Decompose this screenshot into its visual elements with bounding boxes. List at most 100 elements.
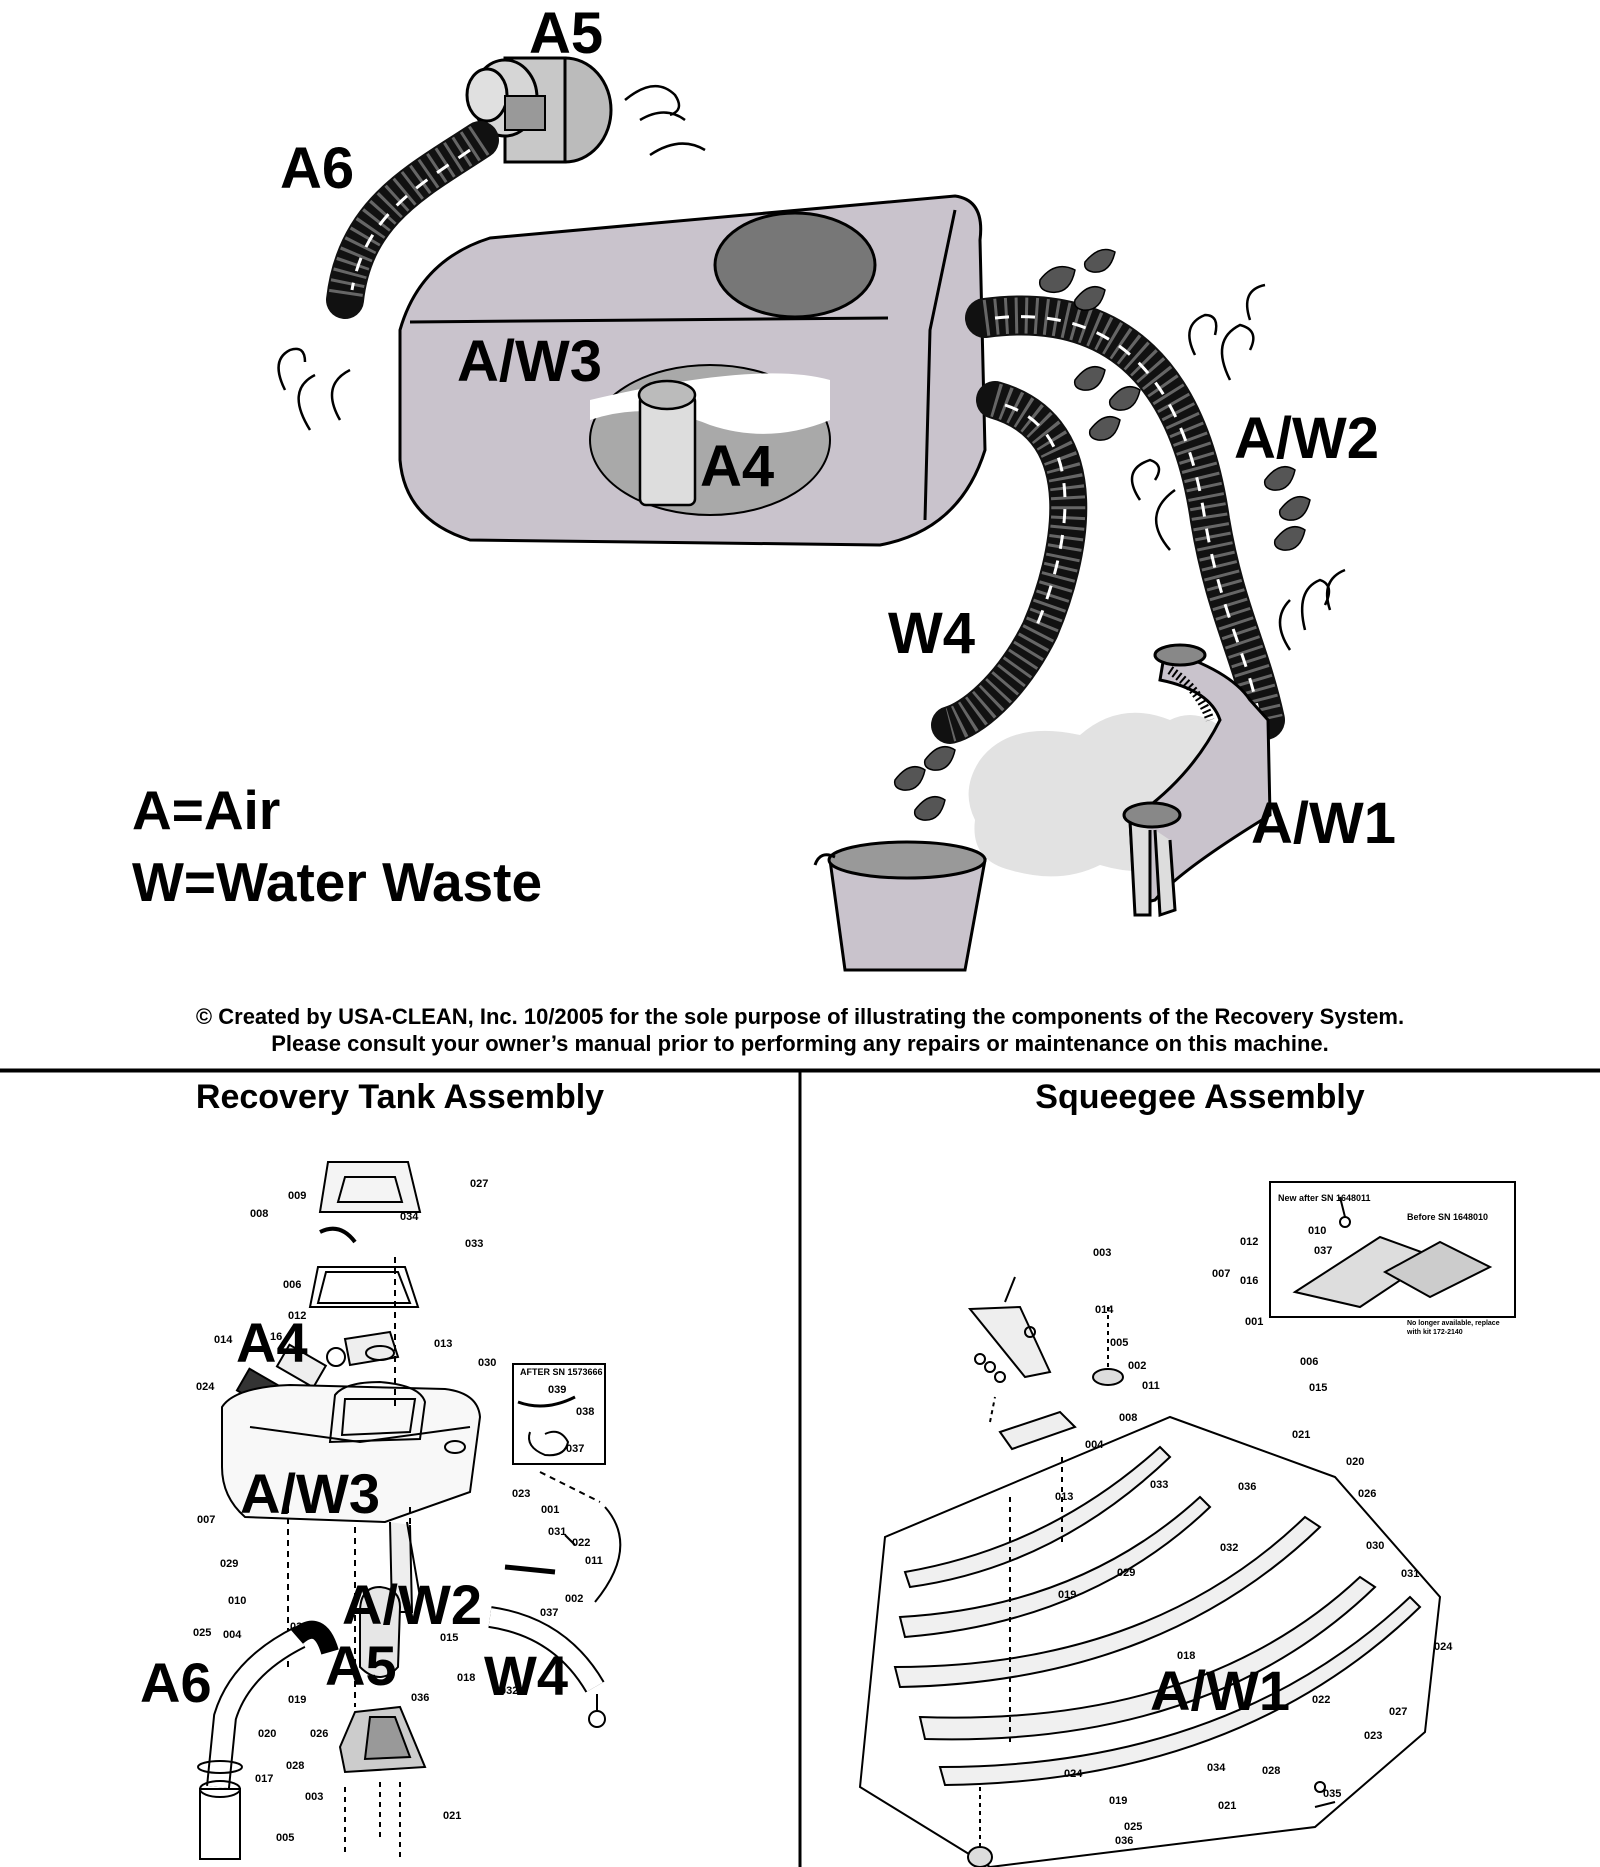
label-w4: W4 <box>888 601 975 666</box>
part-number: 019 <box>1109 1795 1128 1807</box>
part-number: 031 <box>1401 1568 1420 1580</box>
label-aw3: A/W3 <box>457 329 602 394</box>
part-number: 029 <box>220 1558 239 1570</box>
part-number: 007 <box>1212 1268 1231 1280</box>
squeegee-exploded-view <box>858 1181 1516 1867</box>
squeegee-assembly-title: Squeegee Assembly <box>1035 1078 1365 1116</box>
part-number: 033 <box>1150 1479 1169 1491</box>
part-number: 021 <box>1292 1429 1311 1441</box>
overlay-aw1: A/W1 <box>1150 1659 1290 1722</box>
part-number: 039 <box>548 1384 567 1396</box>
part-number: 002 <box>1128 1360 1147 1372</box>
inset-note-line1: No longer available, replace <box>1407 1320 1500 1327</box>
inset-new-label: New after SN 1648011 <box>1278 1193 1371 1203</box>
part-number: 011 <box>1142 1380 1160 1392</box>
overlay-w4: W4 <box>484 1644 568 1707</box>
vacuum-motor-a5 <box>465 56 613 164</box>
recovery-tank <box>398 194 987 547</box>
legend-water: W=Water Waste <box>132 850 543 913</box>
part-number: 014 <box>1095 1304 1114 1316</box>
part-number: 018 <box>1177 1650 1196 1662</box>
part-number: 032 <box>1220 1542 1239 1554</box>
part-number: 022 <box>1312 1694 1331 1706</box>
part-number: 013 <box>434 1338 453 1350</box>
overlay-a5: A5 <box>325 1634 397 1697</box>
part-number: 028 <box>1262 1765 1281 1777</box>
part-number: 011 <box>585 1555 603 1567</box>
squeegee <box>1122 643 1272 918</box>
part-number: 003 <box>305 1791 324 1803</box>
part-number: 006 <box>1300 1356 1319 1368</box>
part-number: 008 <box>1119 1412 1138 1424</box>
part-number: 005 <box>276 1832 295 1844</box>
part-number: 015 <box>440 1632 459 1644</box>
part-number: 037 <box>540 1607 559 1619</box>
part-number: 023 <box>512 1488 531 1500</box>
overlay-a6: A6 <box>140 1651 212 1714</box>
part-number: 001 <box>541 1504 560 1516</box>
air-swirl-icons <box>277 85 1346 651</box>
part-number: 026 <box>310 1728 329 1740</box>
label-a6: A6 <box>280 136 355 201</box>
part-number: 010 <box>228 1595 247 1607</box>
part-number: 024 <box>196 1381 215 1393</box>
hose-a6 <box>326 121 499 319</box>
part-number: 035 <box>290 1621 309 1633</box>
part-number: 024 <box>1434 1641 1453 1653</box>
part-number: 008 <box>250 1208 269 1220</box>
label-aw1: A/W1 <box>1251 791 1396 856</box>
inset-note-line2: with kit 172-2140 <box>1407 1329 1463 1336</box>
part-number: 003 <box>1093 1247 1112 1259</box>
part-number: 021 <box>443 1810 462 1822</box>
part-number: 010 <box>1308 1225 1327 1237</box>
part-number: 016 <box>1240 1275 1259 1287</box>
part-number: 021 <box>1218 1800 1237 1812</box>
part-number: 027 <box>470 1178 489 1190</box>
part-number: 004 <box>223 1629 242 1641</box>
waste-bucket <box>813 840 987 972</box>
part-number: 032 <box>500 1685 519 1697</box>
part-number: 026 <box>1358 1488 1377 1500</box>
legend-air: A=Air <box>132 779 281 841</box>
part-number: 012 <box>1240 1236 1259 1248</box>
part-number: 014 <box>214 1334 233 1346</box>
part-number: 030 <box>478 1357 497 1369</box>
part-number: 017 <box>255 1773 274 1785</box>
part-number: 030 <box>1366 1540 1385 1552</box>
recovery-system-illustration <box>0 56 1600 1070</box>
part-number: 036 <box>411 1692 430 1704</box>
part-number: 16 <box>270 1331 283 1343</box>
part-number: 031 <box>548 1526 567 1538</box>
part-number: 019 <box>1058 1589 1077 1601</box>
part-number: 036 <box>1115 1835 1134 1847</box>
part-number: 023 <box>1364 1730 1383 1742</box>
label-a4: A4 <box>700 434 775 499</box>
label-a5: A5 <box>529 1 604 66</box>
recovery-inset-title: AFTER SN 1573666 <box>520 1367 603 1377</box>
overlay-aw3: A/W3 <box>240 1462 380 1525</box>
part-number: 012 <box>288 1310 307 1322</box>
part-number: 036 <box>1238 1481 1257 1493</box>
part-number: 013 <box>1055 1491 1074 1503</box>
part-number: 037 <box>1314 1245 1333 1257</box>
part-number: 035 <box>1323 1788 1342 1800</box>
part-number: 019 <box>288 1694 307 1706</box>
part-number: 025 <box>1124 1821 1143 1833</box>
part-number: 004 <box>1085 1439 1104 1451</box>
part-number: 020 <box>1346 1456 1365 1468</box>
part-number: 007 <box>197 1514 216 1526</box>
part-number: 006 <box>283 1279 302 1291</box>
overlay-a4: A4 <box>236 1311 308 1374</box>
legend: A=Air W=Water Waste <box>132 775 542 918</box>
part-number: 020 <box>258 1728 277 1740</box>
part-number: 024 <box>1064 1768 1083 1780</box>
part-number: 001 <box>1245 1316 1264 1328</box>
part-number: 025 <box>193 1627 212 1639</box>
part-number: 018 <box>457 1672 476 1684</box>
recovery-tank-exploded-view <box>197 1161 622 1860</box>
overlay-aw2: A/W2 <box>342 1573 482 1636</box>
part-number: 015 <box>1309 1382 1328 1394</box>
credit-line-2: Please consult your owner’s manual prior… <box>271 1031 1329 1056</box>
part-number: 022 <box>572 1537 591 1549</box>
part-number: 037 <box>566 1443 585 1455</box>
